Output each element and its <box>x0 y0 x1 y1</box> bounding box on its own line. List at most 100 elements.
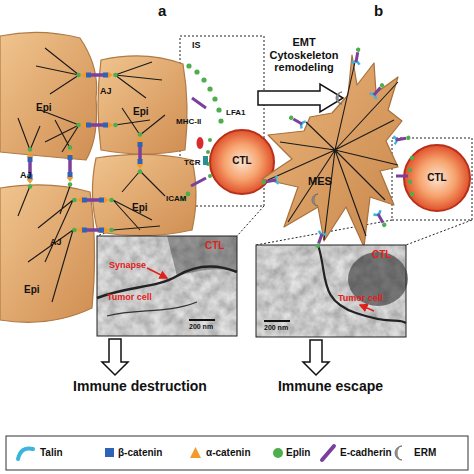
zoom-box <box>392 138 472 220</box>
synapse-molecules <box>206 162 210 166</box>
outcome-label: Immune escape <box>268 378 393 394</box>
legend-box <box>395 446 402 460</box>
stress-fibers <box>18 186 73 302</box>
synapse-molecules <box>181 63 415 201</box>
synapse-molecules <box>206 150 210 154</box>
synapse-molecules <box>212 96 217 101</box>
synapse-molecules <box>181 63 415 201</box>
legend-box <box>273 448 283 458</box>
adherens-junctions <box>27 72 144 234</box>
cell-label: Epi <box>133 106 149 118</box>
molecule-label: TCR <box>184 158 200 167</box>
synapse-molecules <box>408 168 412 172</box>
legend-text: E-cadherin <box>340 447 392 459</box>
region-label: IS <box>192 40 201 50</box>
emt-arrow <box>258 84 343 112</box>
legend-box <box>190 447 201 458</box>
tem-inset: CTL SynapseTumor cell 200 nm <box>97 236 237 336</box>
cell-outline <box>0 178 98 328</box>
stress-fibers <box>115 62 165 135</box>
synapse-molecules <box>218 118 223 123</box>
adherens-junctions <box>76 72 118 79</box>
epithelial-cell: Epi <box>0 178 98 328</box>
scale-label: 200 nm <box>189 323 213 331</box>
ctl-cell: CTL <box>208 128 276 196</box>
mes-molecules <box>261 47 411 249</box>
synapse-molecules <box>186 63 191 68</box>
synapse-molecules <box>410 156 414 160</box>
legend-text: β-catenin <box>118 447 162 459</box>
mes-molecules <box>370 81 387 99</box>
legend-text: Talin <box>40 447 63 459</box>
junction-label: AJ <box>50 237 62 247</box>
cell-label: CTL <box>372 249 391 261</box>
molecule-label: LFA1 <box>226 108 246 117</box>
mesenchymal-cell: MES <box>262 55 410 250</box>
legend-text: Eplin <box>286 447 310 459</box>
micrograph-label: Tumor cell <box>338 293 383 303</box>
synapse-molecules <box>396 175 408 178</box>
mes-molecules <box>313 231 326 249</box>
tem-micrograph <box>360 305 374 311</box>
legend-box <box>105 448 114 457</box>
legend-box <box>18 448 33 459</box>
cell-label: CTL <box>208 155 276 167</box>
ctl-cell: CTL <box>402 143 472 213</box>
cell-label: Epi <box>132 202 148 214</box>
mes-molecules <box>393 134 411 145</box>
mes-molecules <box>261 176 279 187</box>
synapse-molecules <box>216 107 221 112</box>
legend-box <box>6 436 468 470</box>
process-label: EMT Cytoskeleton remodeling <box>261 36 347 74</box>
micrograph-label: Synapse <box>109 260 146 270</box>
synapse-molecules <box>192 98 206 108</box>
micrograph-label: Tumor cell <box>107 292 152 302</box>
synapse-molecules <box>207 86 212 91</box>
cell-label: Epi <box>24 284 40 296</box>
tem-micrograph <box>107 302 197 316</box>
mes-molecules <box>336 92 342 104</box>
zoom-box <box>406 220 472 245</box>
cell-outline <box>95 50 190 160</box>
outcome-box: Immune destruction <box>70 376 210 398</box>
molecule-label: MHC-II <box>176 117 201 126</box>
tem-inset: CTL Tumor cell 200 nm <box>256 245 406 337</box>
stress-fibers <box>113 171 165 230</box>
tem-micrograph <box>264 320 290 322</box>
adherens-junctions <box>67 145 74 187</box>
molecule-label: ICAM <box>166 194 186 203</box>
cell-label: CTL <box>402 172 472 184</box>
epithelial-cell: Epi <box>95 50 190 160</box>
adherens-junctions <box>72 227 114 234</box>
cell-label: CTL <box>205 240 224 252</box>
adherens-junctions <box>137 132 144 174</box>
mesenchymal-cell <box>262 55 402 247</box>
synapse-molecules <box>208 174 212 178</box>
tem-micrograph <box>97 236 237 336</box>
mes-molecules <box>312 194 318 206</box>
synapse-molecules <box>194 69 199 74</box>
adherens-junctions <box>27 147 34 189</box>
scale-label: 200 nm <box>264 324 288 332</box>
mes-molecules <box>352 47 363 65</box>
mes-molecules <box>287 113 305 128</box>
synapse-molecules <box>208 138 212 142</box>
adherens-junctions <box>76 122 118 129</box>
tem-micrograph <box>318 245 406 323</box>
tem-micrograph <box>97 236 237 336</box>
legend-text: ERM <box>414 447 436 459</box>
cell-outline <box>98 56 187 154</box>
synapse-molecules <box>201 77 206 82</box>
legend-text: α-catenin <box>206 447 251 459</box>
panel-letter: b <box>374 2 383 19</box>
panel-letter: a <box>158 2 166 19</box>
cell-label: Epi <box>36 102 52 114</box>
mesenchymal-cell <box>262 55 410 250</box>
epithelial-cell: Epi <box>0 28 100 163</box>
synapse-molecules <box>197 137 204 149</box>
